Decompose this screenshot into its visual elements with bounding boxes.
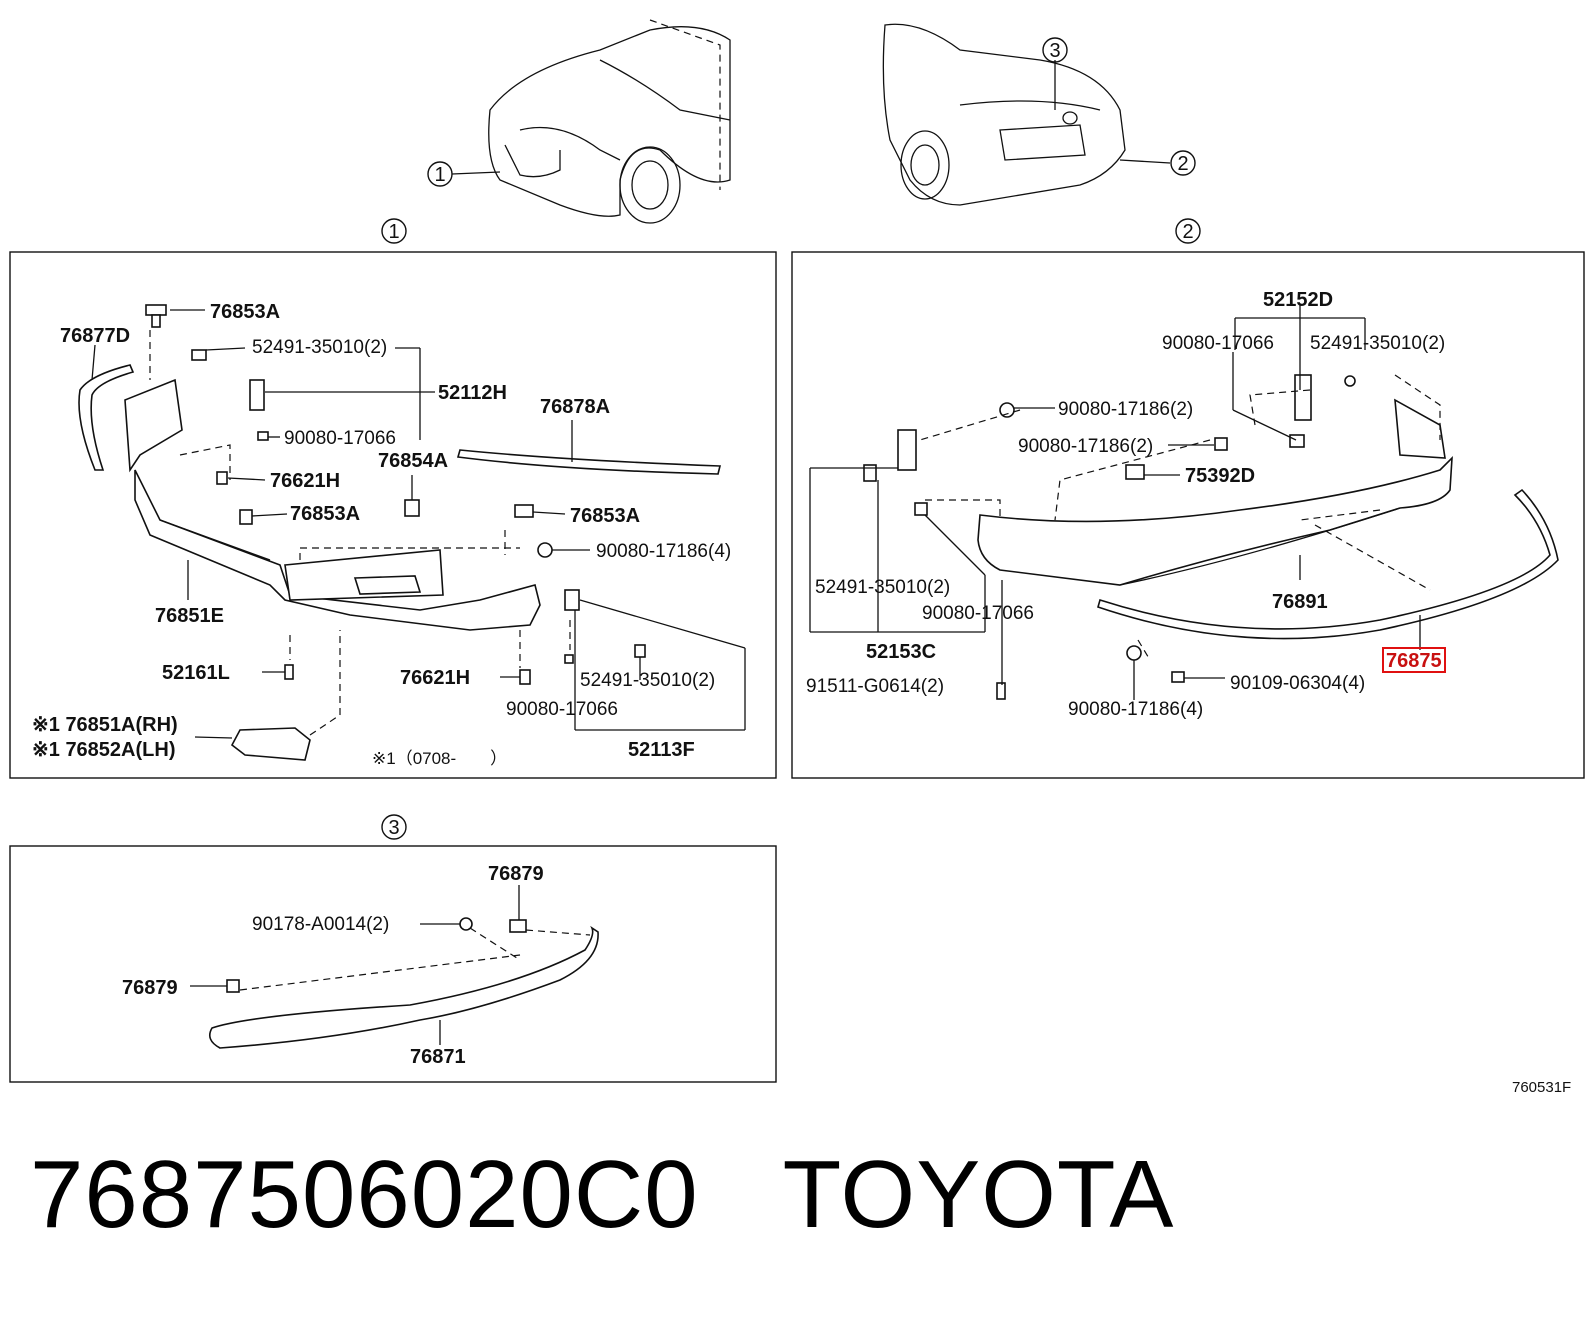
svg-text:52491-35010(2): 52491-35010(2) — [580, 670, 715, 691]
rear-car-view — [882, 23, 1171, 206]
panel-3-labels: 76879 90178-A0014(2) 76879 76871 — [122, 863, 544, 1068]
svg-text:90109-06304(4): 90109-06304(4) — [1230, 673, 1365, 694]
panel-2-drawing — [863, 374, 1559, 700]
svg-text:3: 3 — [388, 817, 399, 839]
svg-text:※1 76852A(LH): ※1 76852A(LH) — [32, 739, 175, 761]
panel-3-drawing — [209, 917, 599, 1049]
svg-text:76879: 76879 — [488, 863, 544, 885]
svg-text:76854A: 76854A — [378, 450, 448, 472]
svg-text:91511-G0614(2): 91511-G0614(2) — [806, 676, 944, 697]
callout-1-panel: 1 — [381, 218, 407, 244]
svg-text:76891: 76891 — [1272, 591, 1328, 613]
svg-text:52112H: 52112H — [438, 382, 507, 404]
svg-text:52491-35010(2): 52491-35010(2) — [815, 577, 950, 598]
svg-text:90080-17186(4): 90080-17186(4) — [1068, 699, 1203, 720]
svg-text:52491-35010(2): 52491-35010(2) — [1310, 333, 1445, 354]
part-number-caption: 7687506020C0 TOYOTA — [30, 1140, 1258, 1250]
panel-2-frame — [791, 251, 1585, 779]
svg-text:76853A: 76853A — [290, 503, 360, 525]
svg-text:2: 2 — [1177, 153, 1188, 175]
svg-text:76877D: 76877D — [60, 325, 130, 347]
svg-text:76878A: 76878A — [540, 396, 610, 418]
panel-1-leaders — [149, 309, 746, 739]
svg-text:90178-A0014(2): 90178-A0014(2) — [252, 914, 389, 935]
panel-3-leaders — [190, 885, 591, 1045]
svg-text:52113F: 52113F — [628, 739, 695, 761]
svg-text:90080-17066: 90080-17066 — [506, 699, 618, 720]
svg-text:90080-17186(2): 90080-17186(2) — [1018, 436, 1153, 457]
svg-text:76621H: 76621H — [270, 470, 340, 492]
callout-3-top: 3 — [1042, 37, 1068, 63]
svg-text:76851E: 76851E — [155, 605, 224, 627]
svg-text:52152D: 52152D — [1263, 289, 1333, 311]
svg-text:2: 2 — [1182, 221, 1193, 243]
panel-1-labels: 76877D 76853A 52491-35010(2) 52112H 7687… — [32, 301, 731, 768]
part-number: 7687506020C0 — [30, 1141, 699, 1248]
svg-text:90080-17066: 90080-17066 — [1162, 333, 1274, 354]
panel-3-frame — [9, 845, 777, 1083]
svg-text:76621H: 76621H — [400, 667, 470, 689]
svg-text:※1（0708- ）: ※1（0708- ） — [372, 749, 507, 768]
svg-text:75392D: 75392D — [1185, 465, 1255, 487]
callout-3-panel: 3 — [381, 814, 407, 840]
svg-text:76871: 76871 — [410, 1046, 466, 1068]
svg-text:1: 1 — [434, 164, 445, 186]
svg-text:76853A: 76853A — [210, 301, 280, 323]
callout-1-top: 1 — [427, 161, 453, 187]
front-car-view — [451, 19, 731, 224]
panel-2-leaders — [809, 305, 1441, 700]
svg-text:76853A: 76853A — [570, 505, 640, 527]
panel-1-drawing — [78, 304, 722, 761]
svg-text:90080-17186(2): 90080-17186(2) — [1058, 399, 1193, 420]
svg-text:52491-35010(2): 52491-35010(2) — [252, 337, 387, 358]
diagram-reference-code: 760531F — [1512, 1079, 1571, 1096]
panel-1-frame — [9, 251, 777, 779]
svg-text:1: 1 — [388, 221, 399, 243]
svg-text:90080-17186(4): 90080-17186(4) — [596, 541, 731, 562]
brand-name: TOYOTA — [782, 1141, 1175, 1248]
svg-text:52161L: 52161L — [162, 662, 230, 684]
svg-text:3: 3 — [1049, 40, 1060, 62]
svg-text:※1 76851A(RH): ※1 76851A(RH) — [32, 714, 178, 736]
svg-text:76879: 76879 — [122, 977, 178, 999]
highlight-box-76875 — [1382, 647, 1446, 673]
svg-text:52153C: 52153C — [866, 641, 936, 663]
svg-text:90080-17066: 90080-17066 — [922, 603, 1034, 624]
svg-text:90080-17066: 90080-17066 — [284, 428, 396, 449]
panel-2-labels: 52152D 90080-17066 52491-35010(2) 90080-… — [806, 289, 1446, 720]
svg-text:76875: 76875 — [1386, 650, 1442, 672]
callout-2-panel: 2 — [1175, 218, 1201, 244]
callout-2-top: 2 — [1170, 150, 1196, 176]
